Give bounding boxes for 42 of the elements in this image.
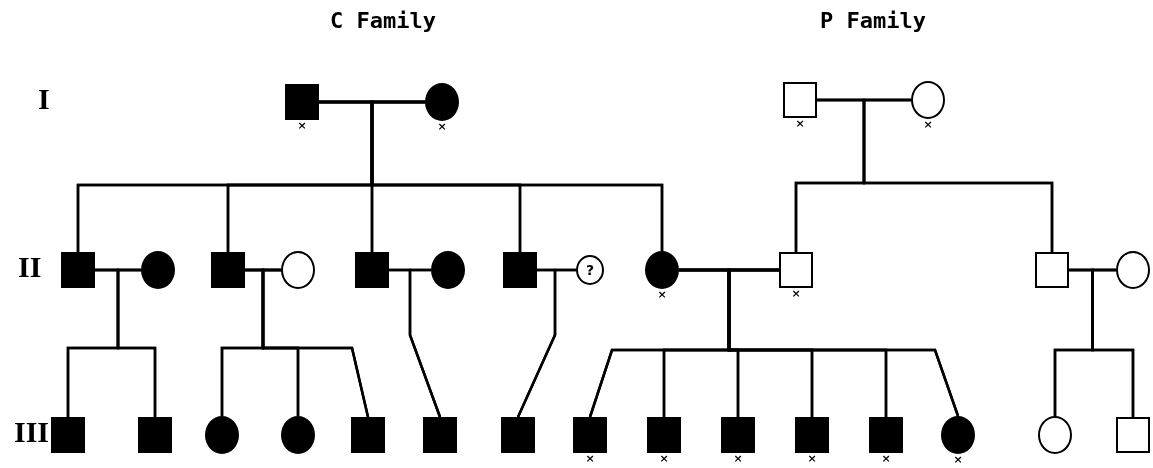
female-symbol bbox=[431, 251, 465, 289]
female-symbol bbox=[1038, 416, 1072, 454]
cross-mark: × bbox=[807, 453, 817, 465]
cross-mark: × bbox=[437, 121, 447, 133]
generation-label: I bbox=[38, 82, 50, 116]
male-symbol bbox=[211, 252, 245, 288]
family-title: P Family bbox=[820, 8, 926, 33]
male-symbol bbox=[51, 417, 85, 453]
male-symbol bbox=[501, 417, 535, 453]
male-symbol bbox=[423, 417, 457, 453]
cross-mark: × bbox=[657, 289, 667, 301]
generation-label: II bbox=[18, 250, 42, 284]
family-title: C Family bbox=[330, 8, 436, 33]
descent-line bbox=[862, 98, 1054, 252]
male-symbol bbox=[351, 417, 385, 453]
cross-mark: × bbox=[659, 453, 669, 465]
descent-line bbox=[727, 268, 960, 417]
male-symbol bbox=[138, 417, 172, 453]
female-symbol bbox=[281, 416, 315, 454]
descent-line bbox=[408, 268, 442, 418]
cross-mark: × bbox=[953, 454, 963, 466]
cross-mark: × bbox=[585, 453, 595, 465]
female-symbol: ? bbox=[576, 255, 604, 285]
cross-mark: × bbox=[923, 119, 933, 131]
male-symbol bbox=[1116, 417, 1150, 453]
male-symbol bbox=[61, 252, 95, 288]
descent-line bbox=[516, 268, 576, 418]
descent-line bbox=[116, 268, 157, 417]
female-symbol bbox=[1116, 251, 1150, 289]
female-symbol bbox=[205, 416, 239, 454]
cross-mark: × bbox=[791, 288, 801, 300]
female-symbol bbox=[281, 251, 315, 289]
male-symbol bbox=[355, 252, 389, 288]
male-symbol bbox=[1035, 252, 1069, 288]
cross-mark: × bbox=[881, 453, 891, 465]
generation-label: III bbox=[14, 415, 50, 449]
male-symbol bbox=[503, 252, 537, 288]
cross-mark: × bbox=[795, 118, 805, 130]
descent-line bbox=[1091, 268, 1135, 417]
cross-mark: × bbox=[733, 453, 743, 465]
cross-mark: × bbox=[297, 120, 307, 132]
female-symbol bbox=[141, 251, 175, 289]
